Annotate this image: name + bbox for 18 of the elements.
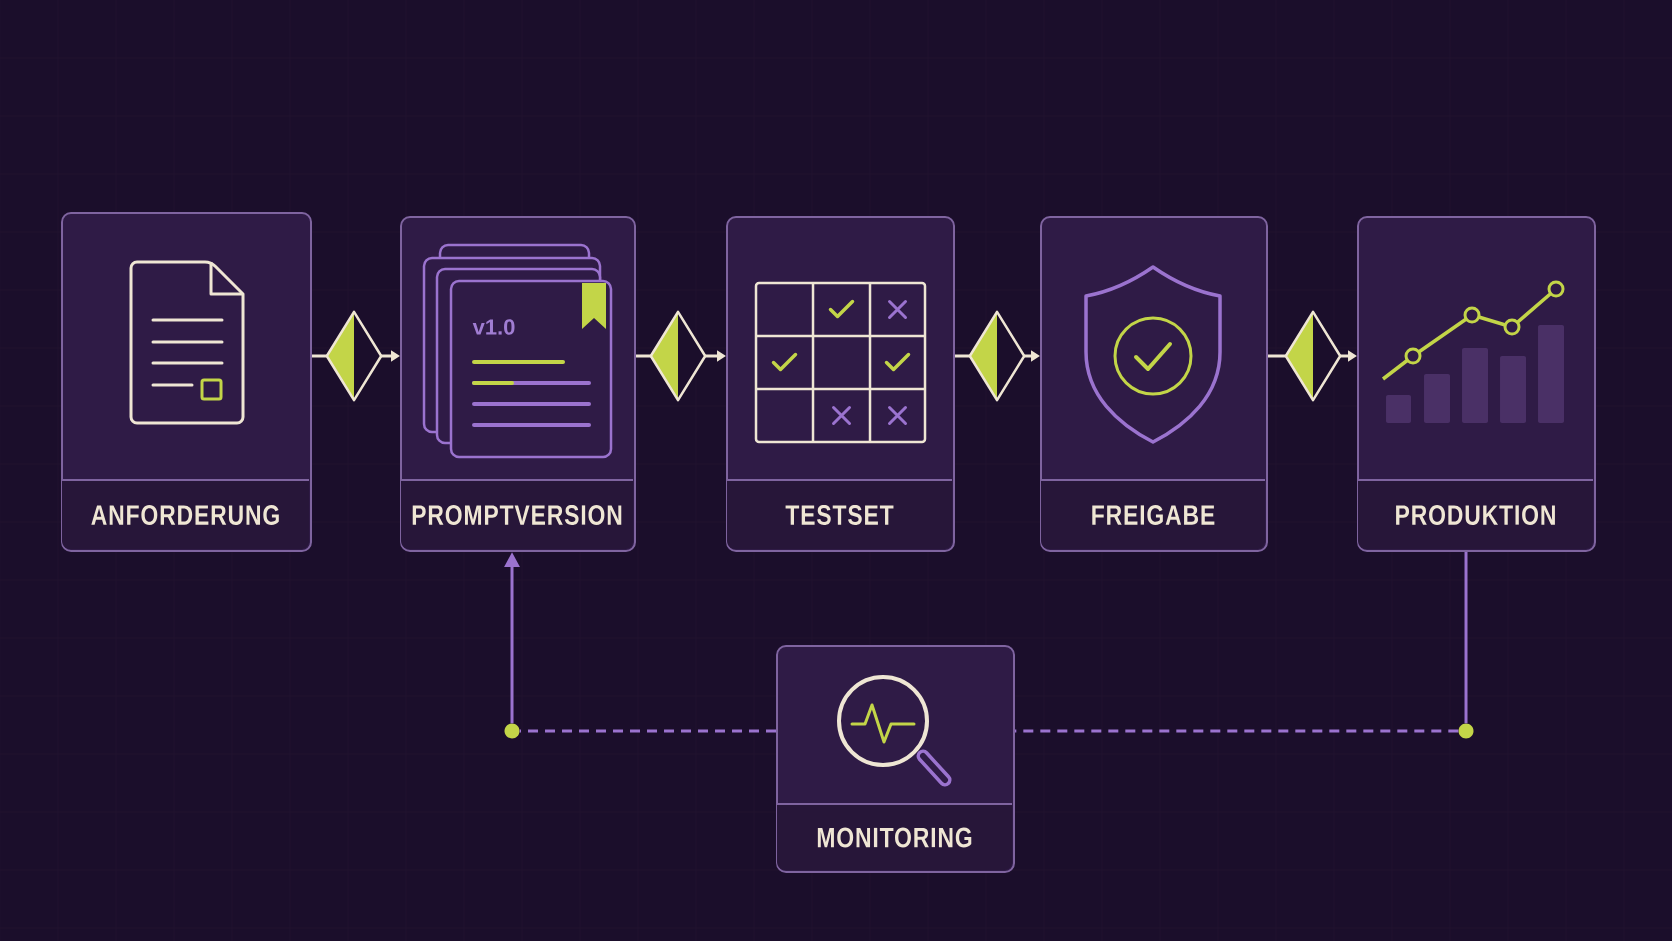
gateway-diamond — [1284, 310, 1342, 402]
process-card: TESTSET — [726, 216, 955, 552]
dashed-line — [519, 729, 776, 733]
connector-line — [955, 354, 970, 358]
process-card: ANFORDERUNG — [61, 212, 312, 552]
gateway-diamond — [649, 310, 707, 402]
connector-line — [1268, 354, 1286, 358]
process-card: FREIGABE — [1040, 216, 1268, 552]
junction-dot — [1458, 723, 1474, 739]
dashed-line — [1015, 729, 1459, 733]
connector-line — [1464, 552, 1468, 724]
connector-line — [312, 354, 327, 358]
process-card: MONITORING — [776, 645, 1015, 873]
version-label: v1.0 — [472, 319, 515, 335]
junction-dot — [504, 723, 520, 739]
connector-line — [636, 354, 651, 358]
gateway-diamond — [325, 310, 383, 402]
gateway-diamond — [968, 310, 1026, 402]
